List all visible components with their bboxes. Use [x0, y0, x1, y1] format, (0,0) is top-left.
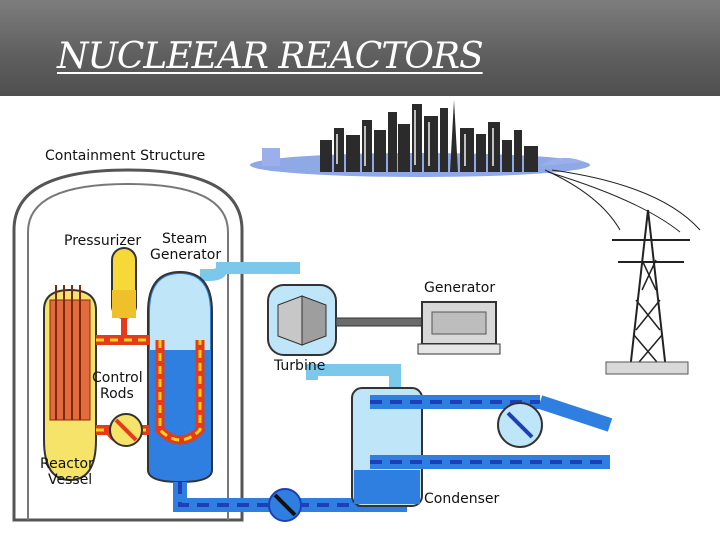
- condenser: [351, 387, 613, 507]
- generator: [335, 301, 501, 355]
- page-title: NUCLEEAR REACTORS: [57, 36, 484, 77]
- steam-line: [200, 262, 401, 395]
- steam-generator: [147, 270, 213, 484]
- turbine: [267, 284, 337, 356]
- label-condenser: Condenser: [424, 491, 499, 507]
- title-banner: NUCLEEAR REACTORS: [0, 0, 720, 96]
- reactor-vessel: [43, 285, 97, 482]
- city-skyline: [250, 100, 590, 177]
- label-reactor-vessel-line1: Reactor: [40, 456, 94, 472]
- label-steam-generator-line2: Generator: [150, 247, 221, 263]
- transmission-tower: [544, 169, 701, 375]
- label-generator: Generator: [424, 280, 495, 296]
- primary-coolant-loop: [96, 335, 150, 447]
- label-steam-generator-line1: Steam: [162, 231, 207, 247]
- label-control-rods-line2: Rods: [100, 386, 134, 402]
- diagram-labels: Containment Structure Pressurizer Steam …: [40, 148, 499, 507]
- pressurizer: [111, 247, 137, 338]
- label-pressurizer: Pressurizer: [64, 233, 141, 249]
- label-control-rods-line1: Control: [92, 370, 143, 386]
- label-reactor-vessel-line2: Vessel: [48, 472, 92, 488]
- label-containment-structure: Containment Structure: [45, 148, 205, 164]
- label-turbine: Turbine: [273, 358, 325, 374]
